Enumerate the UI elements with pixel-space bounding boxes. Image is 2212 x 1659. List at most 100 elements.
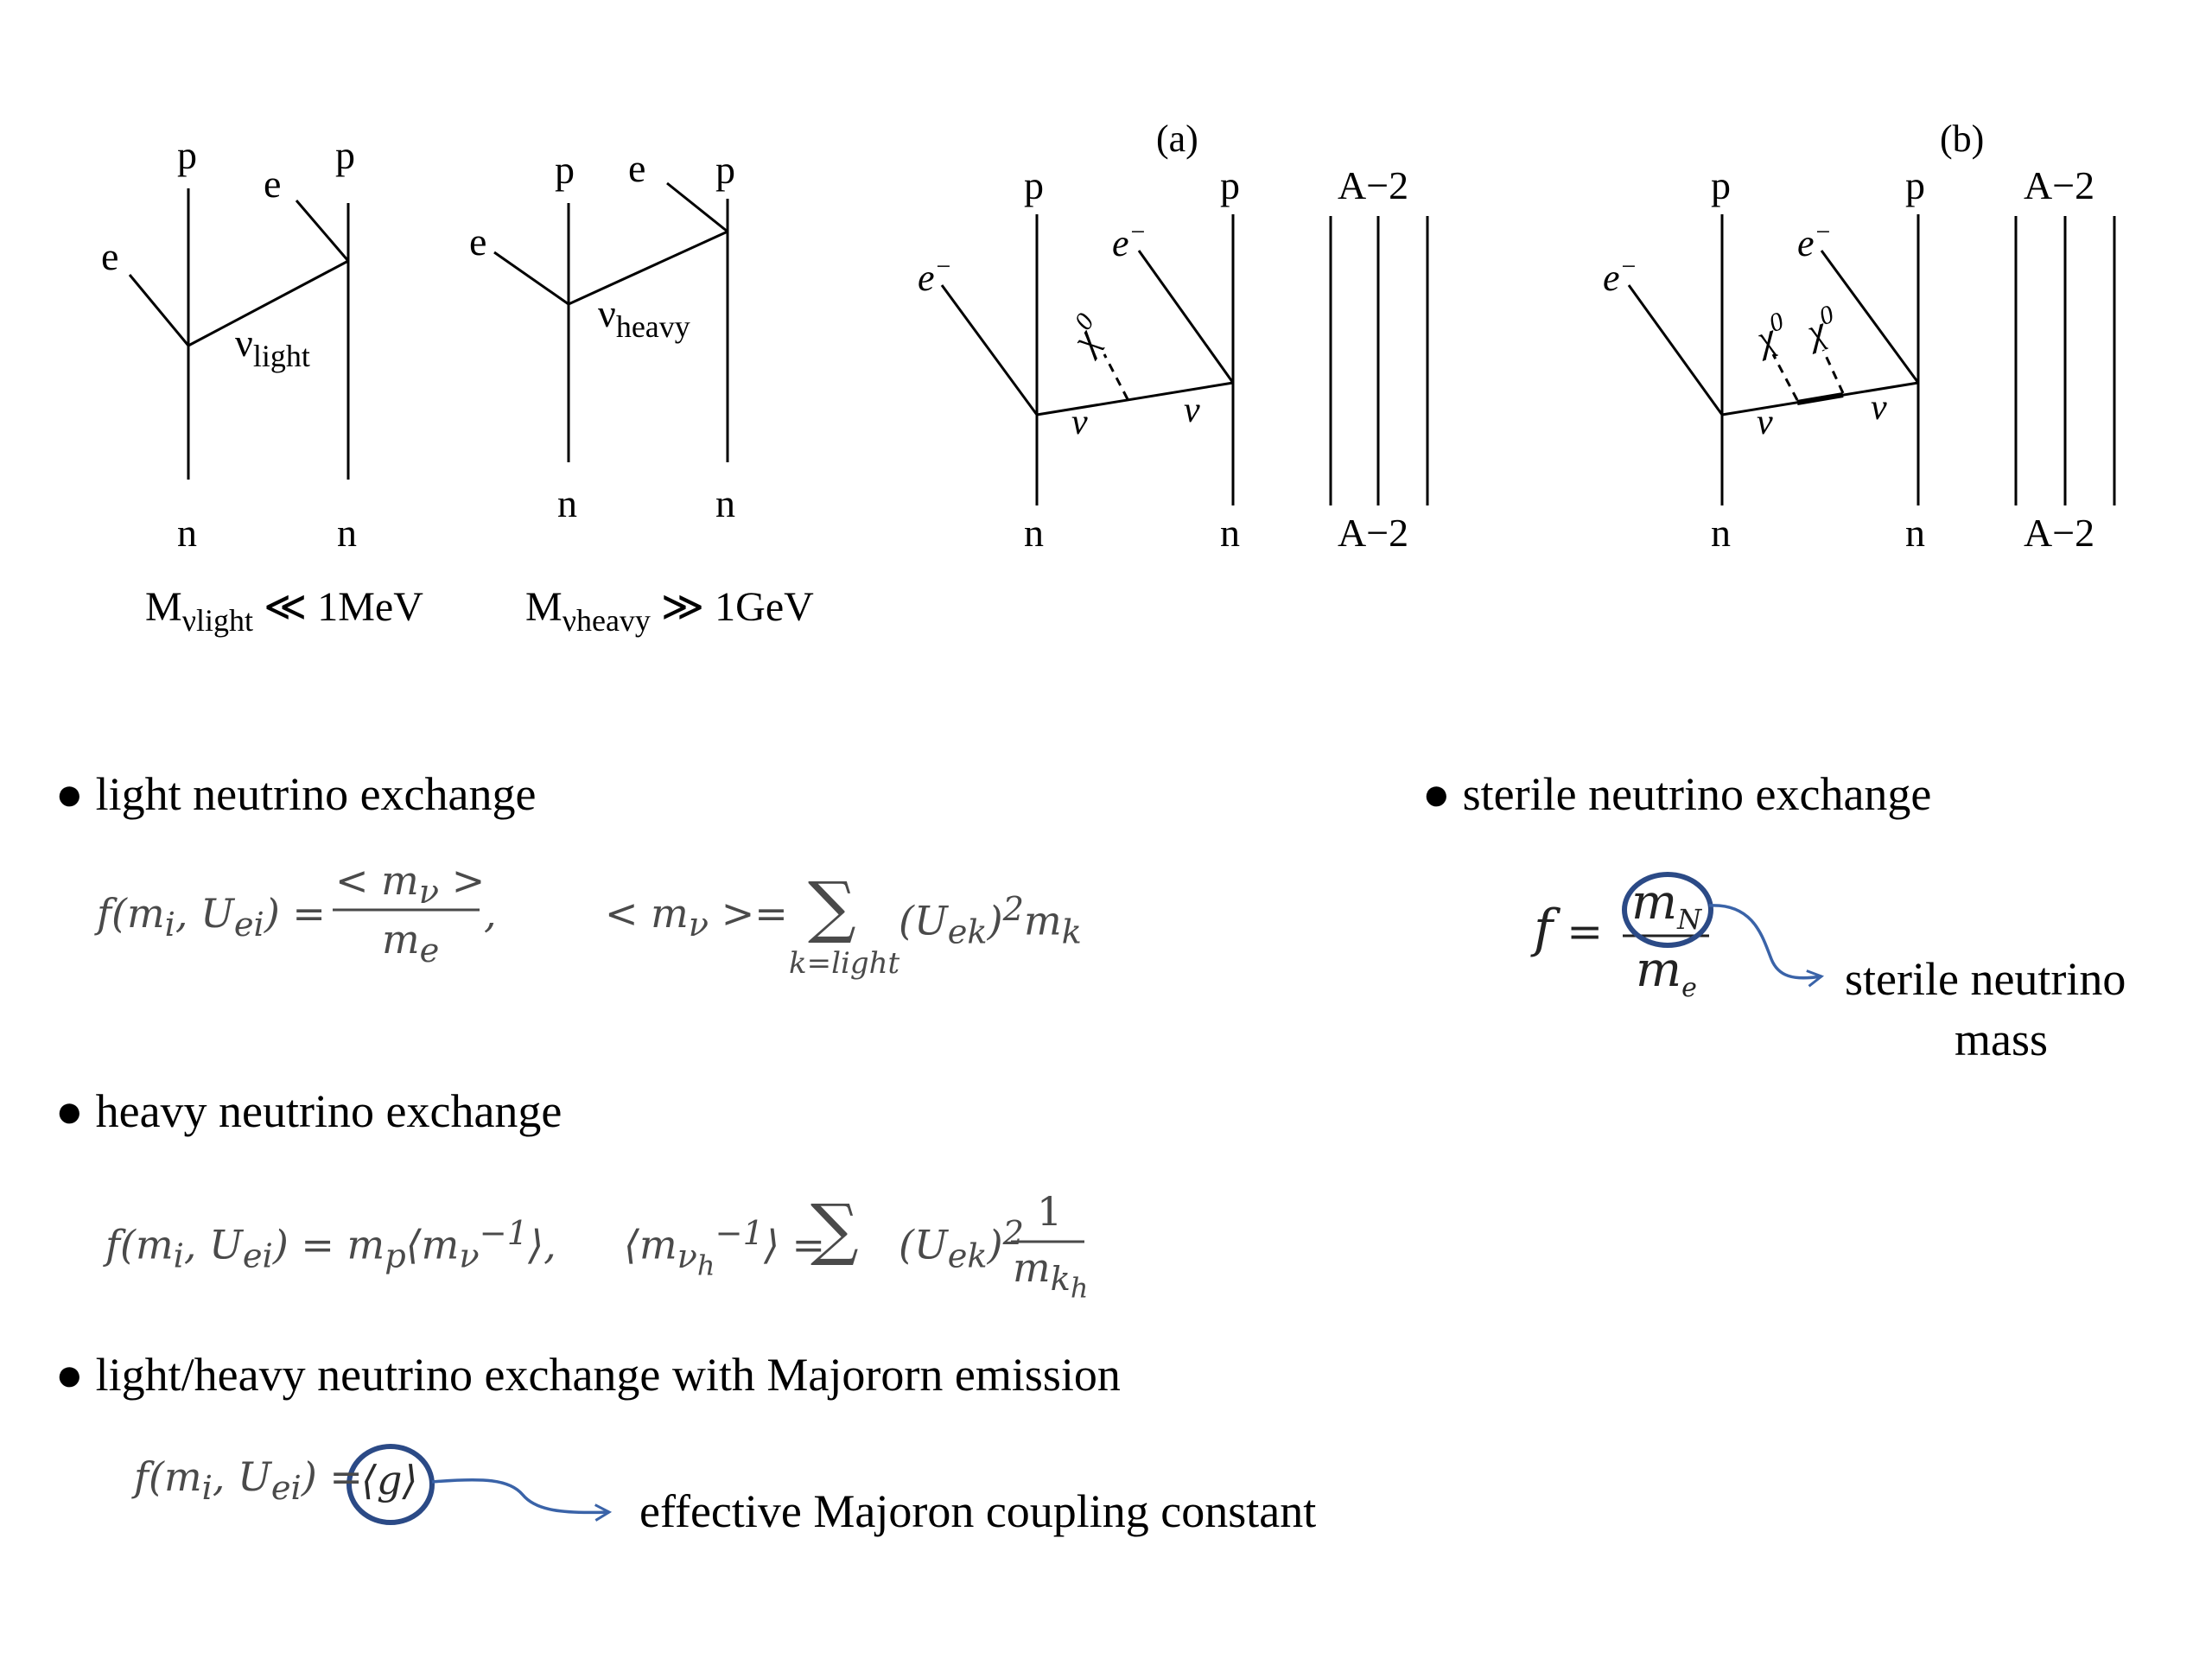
formula-text: ) — [987, 1221, 1003, 1268]
annotation-arrow — [431, 1478, 613, 1522]
electron-line-left — [493, 251, 569, 306]
label-n: n — [1905, 511, 1925, 555]
label-e-minus: e− — [1112, 218, 1147, 264]
formula-text: = — [1567, 906, 1604, 957]
electron-line-left — [1627, 284, 1724, 416]
formula-sub: νh — [677, 1237, 715, 1282]
formula-sub: e — [1681, 973, 1697, 1004]
neutrino-propagator-double — [1796, 392, 1844, 405]
neutrino-propagator — [568, 230, 728, 306]
formula-text: (U — [899, 1221, 948, 1268]
formula-sub: ei — [242, 1236, 273, 1276]
majoron-coupling-symbol: ⟨g⟩ — [361, 1457, 418, 1503]
diagram-tag: (a) — [1156, 118, 1198, 160]
formula-sub: ν — [418, 873, 440, 912]
formula-text: f(m — [105, 1221, 174, 1268]
label-n: n — [337, 511, 357, 555]
label-nu: ν — [1757, 403, 1773, 442]
label-nu: ν — [1071, 403, 1088, 442]
label-nu-heavy: νheavy — [598, 291, 690, 344]
label-p: p — [1905, 163, 1925, 207]
formula-text: ) = — [264, 890, 326, 937]
formula-text: ⟨m — [624, 1221, 677, 1268]
label-e-minus: e− — [1797, 218, 1832, 264]
majoron-line — [1771, 353, 1799, 401]
formula-graphics — [333, 872, 1825, 1525]
label-n: n — [1024, 511, 1044, 555]
label-n: n — [1711, 511, 1731, 555]
formula-f-heavy: f(mi, Uei) = mp⟨mν−1⟩, — [105, 1214, 556, 1276]
bullet-icon: ● — [55, 768, 84, 820]
formula-text: ) = m — [272, 1221, 385, 1268]
annotation-sterile-line2: mass — [1955, 1014, 2048, 1065]
section-heading-majoron: ●light/heavy neutrino exchange with Majo… — [55, 1348, 1121, 1402]
mass-condition-heavy: Mνheavy≫ 1GeV — [525, 584, 814, 638]
label-chi: χ0 — [1058, 308, 1115, 362]
fraction-denominator: me — [382, 916, 439, 970]
formula-text: , U — [212, 1453, 271, 1500]
label-A-top: A−2 — [1338, 163, 1408, 207]
section-heading-sterile: ●sterile neutrino exchange — [1422, 767, 1931, 821]
fraction-numerator: mN — [1631, 874, 1701, 936]
formula-text: , U — [183, 1221, 243, 1268]
formula-sup: −1 — [479, 1214, 529, 1253]
formula-text: ) — [987, 897, 1003, 944]
section-title: sterile neutrino exchange — [1462, 768, 1932, 820]
formula-sub: i — [173, 1236, 184, 1276]
diagram-a — [940, 214, 1429, 505]
formula-sup: 2 — [1002, 1214, 1024, 1253]
neutrino-propagator — [188, 259, 349, 347]
label-p: p — [555, 148, 575, 192]
formula-text: m — [1636, 942, 1682, 998]
label-nu: ν — [1871, 388, 1887, 428]
section-title: heavy neutrino exchange — [95, 1085, 563, 1137]
formula-sub: ei — [270, 1469, 302, 1509]
mass-condition-light: Mνlight≪ 1MeV — [145, 584, 423, 638]
bullet-icon: ● — [1422, 768, 1451, 820]
electron-line-left — [128, 274, 190, 346]
electron-line-right — [1820, 250, 1920, 384]
label-n: n — [177, 511, 197, 555]
section-heading-light: ●light neutrino exchange — [55, 767, 536, 821]
formula-sub: p — [385, 1236, 406, 1276]
label-n: n — [557, 481, 577, 525]
formula-avg-light: < mν >= — [605, 890, 788, 944]
formula-text: >= — [709, 890, 788, 937]
label-p: p — [715, 148, 735, 192]
formula-text: f — [1534, 899, 1554, 959]
formula-text: m — [1023, 897, 1062, 944]
sterile-f: f= — [1534, 899, 1603, 959]
label-chi: χ0 — [1746, 307, 1794, 362]
label-n: n — [715, 481, 735, 525]
formula-f-majoron: f(mi, Uei) = — [134, 1453, 363, 1508]
label-e-minus: e− — [918, 252, 952, 299]
formula-sub: kh — [1051, 1260, 1089, 1305]
fraction-numerator: 1 — [1037, 1188, 1063, 1235]
formula-text: m — [382, 916, 420, 963]
formula-term-heavy: (Uek)2 — [899, 1214, 1024, 1276]
formula-term-light: (Uek)2mk — [899, 890, 1082, 952]
formula-text: m — [1013, 1244, 1051, 1291]
sum-symbol: ∑ — [808, 868, 856, 946]
formula-sub: ν — [459, 1236, 480, 1276]
formula-comma: , — [484, 890, 497, 937]
formula-sub: i — [201, 1469, 213, 1509]
electron-line-right — [295, 200, 350, 262]
formula-text: ⟨m — [405, 1221, 460, 1268]
label-chi: χ0 — [1796, 300, 1844, 355]
electron-line-right — [666, 181, 728, 233]
formula-text: (U — [899, 897, 948, 944]
majoron-line — [1821, 349, 1845, 394]
annotation-sterile-line1: sterile neutrino — [1845, 953, 2126, 1005]
label-A-bottom: A−2 — [2024, 511, 2094, 555]
formula-f-light: f(mi, Uei) = — [97, 890, 326, 944]
annotation-arrow — [1708, 904, 1825, 988]
label-e-minus: e− — [1603, 252, 1637, 299]
sum-symbol: ∑ — [810, 1191, 859, 1268]
formula-text: ⟩ = — [763, 1221, 826, 1268]
formula-sub: k — [1061, 912, 1082, 952]
formula-sub: i — [164, 906, 175, 945]
label-e: e — [101, 234, 118, 278]
formula-sub: h — [696, 1249, 715, 1282]
